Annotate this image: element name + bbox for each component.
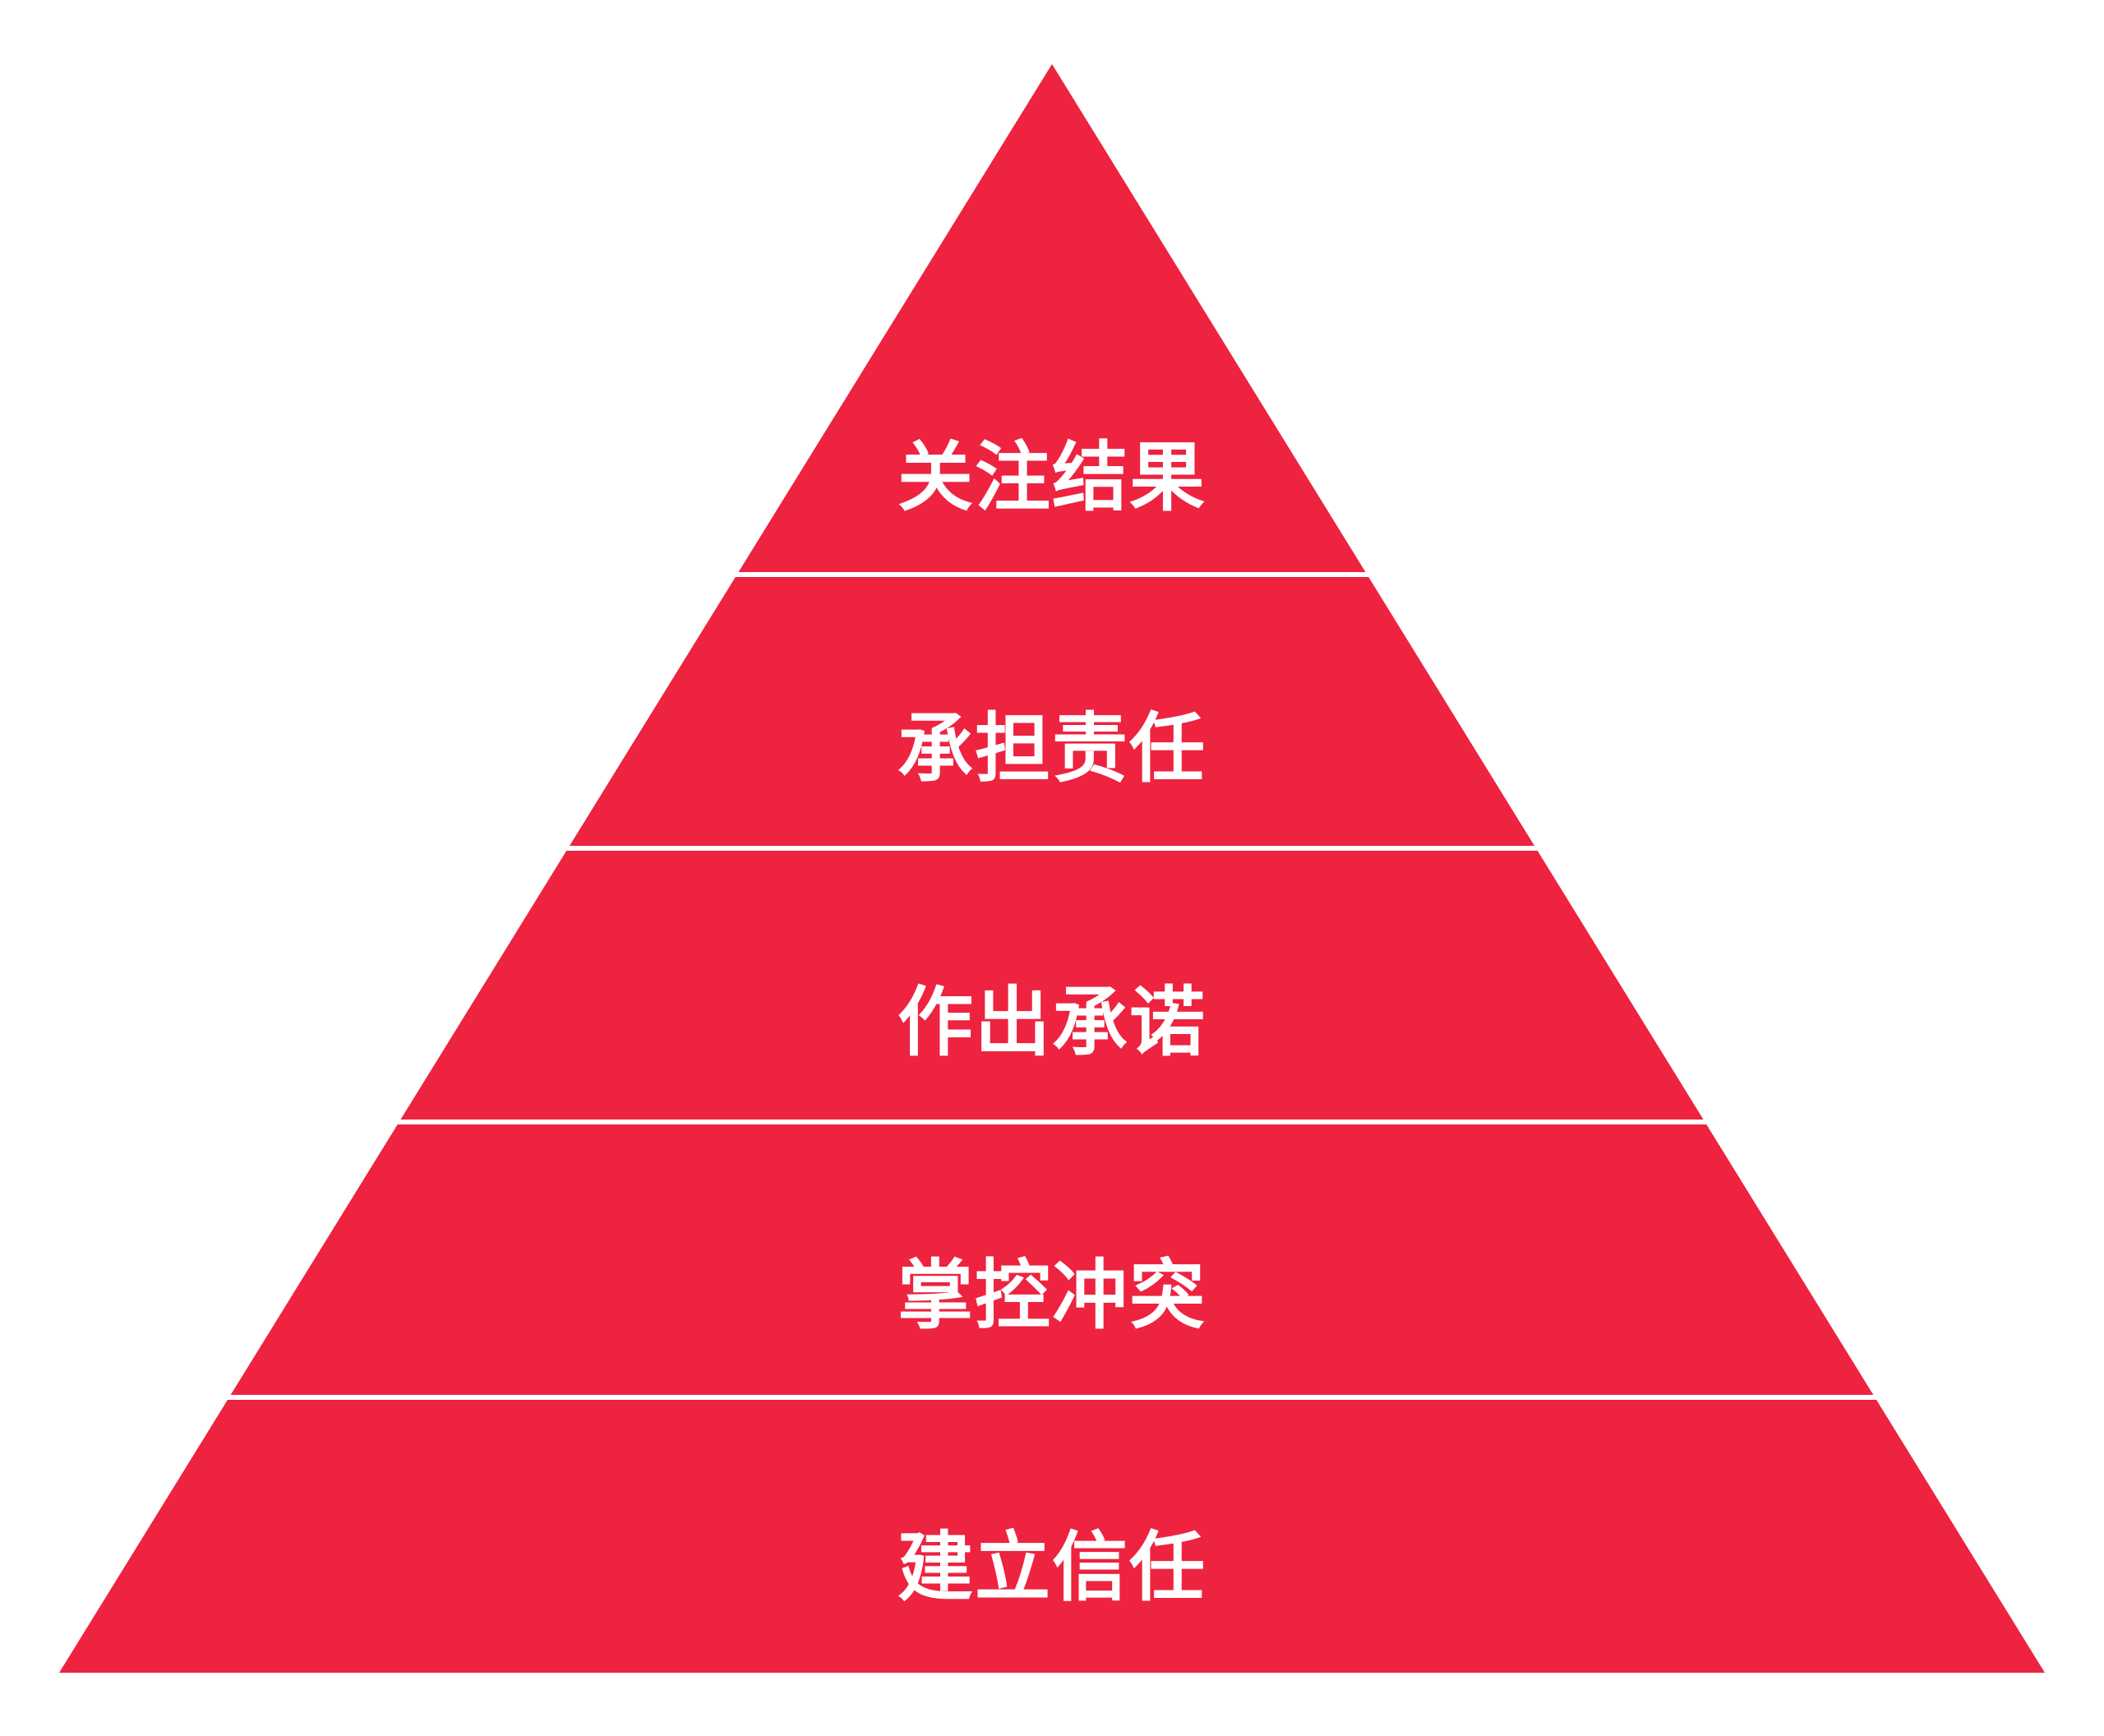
level-label-results: 关注结果 (897, 434, 1207, 522)
pyramid-level-conflict (230, 1124, 1874, 1395)
pyramid-level-trust (59, 1400, 2045, 1673)
pyramid-level-commitment (400, 851, 1704, 1120)
level-label-accountability: 承担责任 (897, 705, 1207, 793)
level-label-trust: 建立信任 (897, 1524, 1207, 1612)
pyramid-level-results (738, 64, 1366, 572)
level-label-commitment: 作出承诺 (897, 979, 1207, 1067)
pyramid-level-accountability (569, 577, 1535, 846)
level-label-conflict: 掌控冲突 (897, 1252, 1207, 1340)
